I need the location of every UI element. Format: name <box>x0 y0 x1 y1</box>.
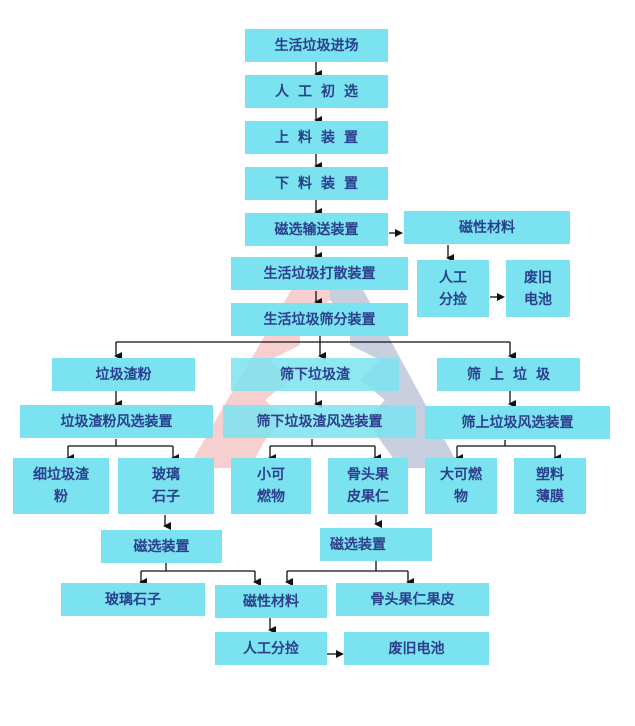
node-screening-device: 生活垃圾筛分装置 <box>231 303 408 336</box>
node-small-combustibles: 小可 燃物 <box>231 458 311 514</box>
node-glass-stone-bottom: 玻璃石子 <box>61 583 205 616</box>
node-glass-stone: 玻璃 石子 <box>118 458 214 514</box>
node-manual-sorting-bottom: 人工分捡 <box>215 632 327 665</box>
node-waste-battery-top: 废旧 电池 <box>506 260 570 317</box>
node-discharge-device: 下料装置 <box>245 167 388 200</box>
node-plastic-film: 塑料 薄膜 <box>514 458 586 514</box>
node-oversize-air-separator: 筛上垃圾风选装置 <box>425 406 610 439</box>
node-slag-air-separator: 垃圾渣粉风选装置 <box>20 405 213 438</box>
node-slag-powder: 垃圾渣粉 <box>52 358 195 391</box>
node-manual-preselect: 人工初选 <box>245 75 388 108</box>
node-breaking-device: 生活垃圾打散装置 <box>231 257 408 290</box>
node-magnetic-conveyor: 磁选输送装置 <box>245 213 388 246</box>
node-magnetic-material-bottom: 磁性材料 <box>215 585 327 618</box>
node-large-combustibles: 大可燃 物 <box>425 458 497 514</box>
node-oversize-waste: 筛上垃圾 <box>437 358 580 391</box>
node-bones-kernels-peels: 骨头果仁果皮 <box>336 583 489 616</box>
node-undersize-slag: 筛下垃圾渣 <box>231 358 399 391</box>
node-magnetic-material-top: 磁性材料 <box>404 211 570 244</box>
node-magnetic-separator-left: 磁选装置 <box>101 530 222 563</box>
node-waste-intake: 生活垃圾进场 <box>245 29 388 62</box>
node-undersize-air-separator: 筛下垃圾渣风选装置 <box>223 405 416 438</box>
node-magnetic-separator-right: 磁选装置 <box>320 528 432 561</box>
node-feeding-device: 上料装置 <box>245 121 388 154</box>
node-waste-battery-bottom: 废旧电池 <box>344 632 489 665</box>
node-fine-slag-powder: 细垃圾渣 粉 <box>13 458 109 514</box>
node-bones-peels-kernels: 骨头果 皮果仁 <box>328 458 408 514</box>
node-manual-sorting-top: 人工 分捡 <box>417 260 489 317</box>
